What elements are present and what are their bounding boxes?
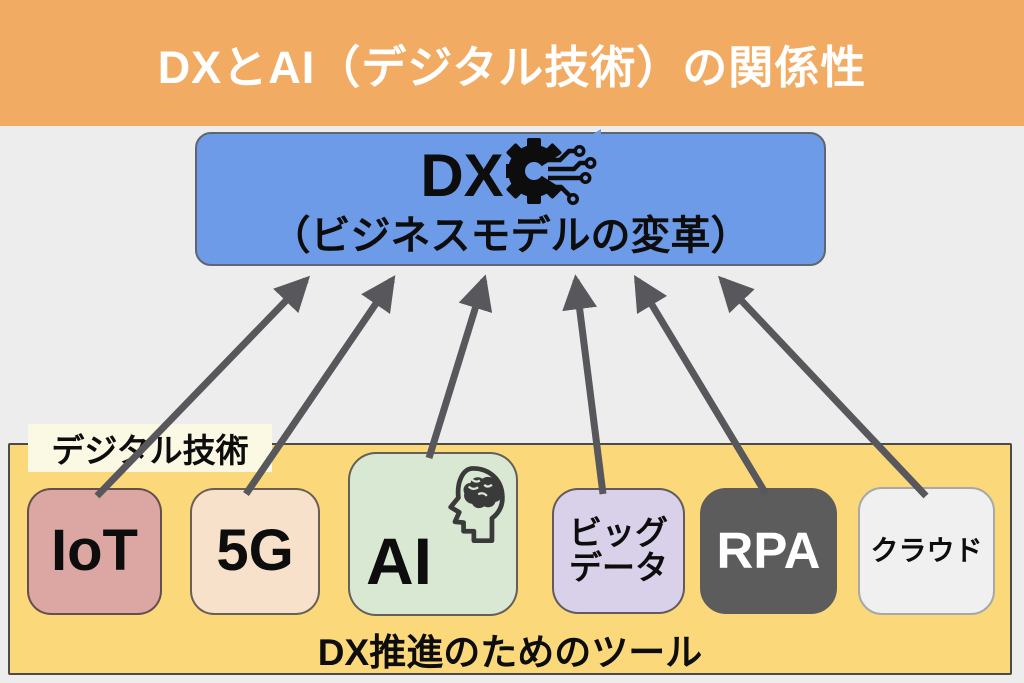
- tile-bigdata-line1: ビッグ: [569, 514, 668, 552]
- gear-circuit-icon: [500, 128, 601, 218]
- tile-bigdata: ビッグ データ: [552, 488, 685, 614]
- tile-rpa-label: RPA: [716, 522, 821, 580]
- digital-tech-label: デジタル技術: [51, 432, 249, 469]
- tile-cloud-label: クラウド: [870, 535, 983, 567]
- dx-label: DX: [420, 142, 504, 209]
- tile-ai-label: AI: [366, 524, 432, 598]
- tile-rpa: RPA: [700, 488, 837, 614]
- title-banner: DXとAI（デジタル技術）の関係性: [0, 0, 1024, 126]
- dx-subtitle: （ビジネスモデルの変革）: [270, 214, 751, 258]
- tile-iot: IoT: [27, 488, 162, 615]
- head-brain-icon: [424, 460, 510, 561]
- tile-iot-label: IoT: [51, 518, 138, 584]
- tile-5g: 5G: [190, 488, 320, 615]
- dx-box: DX: [195, 128, 826, 266]
- page-title: DXとAI（デジタル技術）の関係性: [157, 41, 867, 93]
- tile-cloud: クラウド: [858, 487, 995, 615]
- tile-ai: AI: [348, 452, 518, 616]
- digital-tech-chip: デジタル技術: [28, 424, 272, 472]
- tile-bigdata-line2: データ: [569, 549, 668, 586]
- tile-bigdata-label: ビッグ データ: [569, 516, 668, 585]
- tile-5g-label: 5G: [216, 518, 294, 584]
- dx-box-heading: DX: [420, 128, 601, 214]
- tools-caption: DX推進のためのツール: [317, 632, 703, 673]
- arrow-ai-to-dx: [425, 274, 493, 460]
